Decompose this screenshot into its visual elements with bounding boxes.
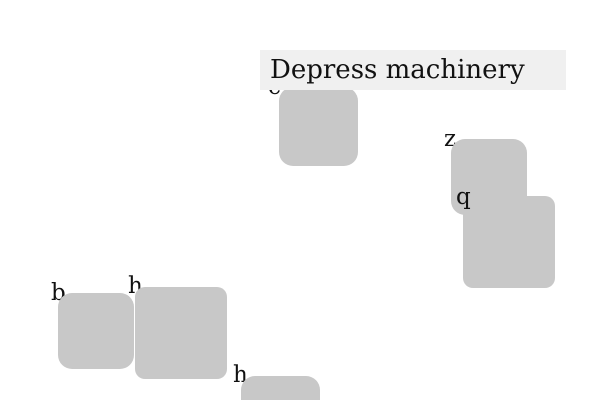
tile-h2[interactable] xyxy=(241,376,320,400)
title-banner: Depress machinery xyxy=(260,50,566,90)
tile-q-label: q xyxy=(456,184,471,210)
tile-c[interactable] xyxy=(279,87,358,166)
tile-h1[interactable] xyxy=(135,287,227,379)
tile-q[interactable] xyxy=(463,196,555,288)
banner-title: Depress machinery xyxy=(270,55,525,85)
tile-b[interactable] xyxy=(58,293,134,369)
